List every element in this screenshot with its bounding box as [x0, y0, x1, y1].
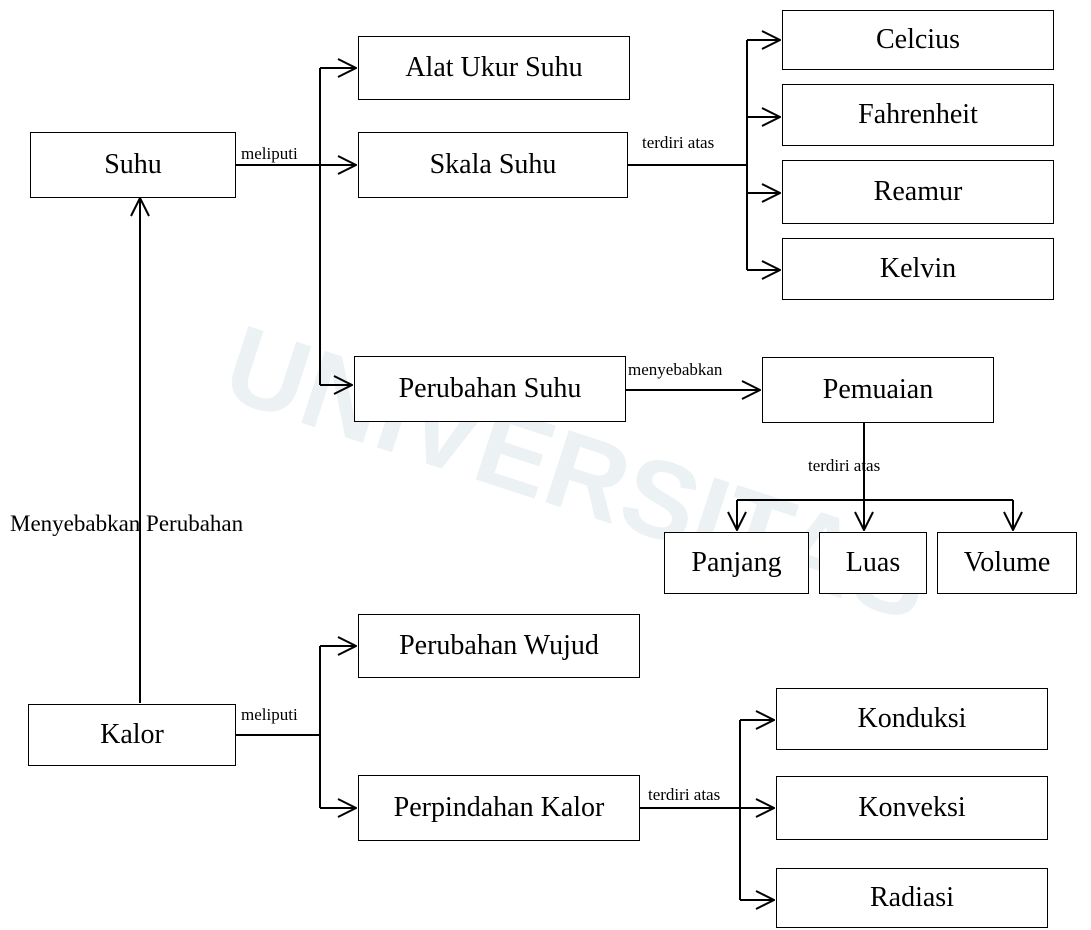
- node-panjang: Panjang: [664, 532, 809, 594]
- node-konveksi: Konveksi: [776, 776, 1048, 840]
- node-suhu: Suhu: [30, 132, 236, 198]
- node-konduksi: Konduksi: [776, 688, 1048, 750]
- label-menyebabkan-perubahan: Menyebabkan Perubahan: [10, 511, 244, 536]
- node-luas: Luas: [819, 532, 927, 594]
- node-pemuaian: Pemuaian: [762, 357, 994, 423]
- node-alat-ukur-suhu: Alat Ukur Suhu: [358, 36, 630, 100]
- node-radiasi: Radiasi: [776, 868, 1048, 928]
- label-pemuaian-terdiri-atas: terdiri atas: [808, 456, 881, 475]
- node-fahrenheit: Fahrenheit: [782, 84, 1054, 146]
- node-perubahan-wujud: Perubahan Wujud: [358, 614, 640, 678]
- label-perpindahan-terdiri-atas: terdiri atas: [648, 785, 721, 804]
- node-kelvin: Kelvin: [782, 238, 1054, 300]
- node-perpindahan-kalor: Perpindahan Kalor: [358, 775, 640, 841]
- node-kalor: Kalor: [28, 704, 236, 766]
- node-volume: Volume: [937, 532, 1077, 594]
- node-skala-suhu: Skala Suhu: [358, 132, 628, 198]
- node-reamur: Reamur: [782, 160, 1054, 224]
- label-suhu-meliputi: meliputi: [241, 144, 298, 163]
- label-skala-terdiri-atas: terdiri atas: [642, 133, 715, 152]
- label-kalor-meliputi: meliputi: [241, 705, 298, 724]
- label-menyebabkan: menyebabkan: [628, 360, 723, 379]
- node-perubahan-suhu: Perubahan Suhu: [354, 356, 626, 422]
- node-celcius: Celcius: [782, 10, 1054, 70]
